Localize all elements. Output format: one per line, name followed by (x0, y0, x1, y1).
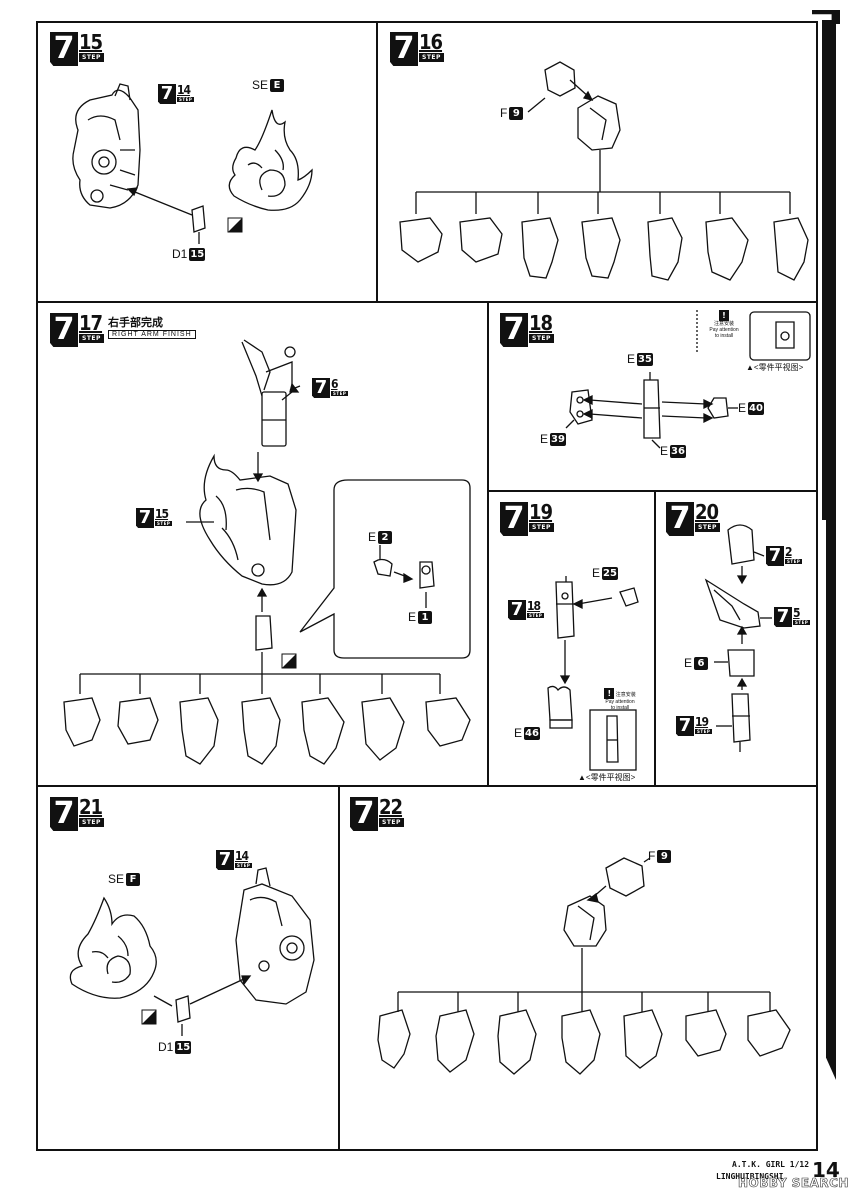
step-major: 7 (50, 32, 78, 66)
right-edge-bar (822, 20, 836, 520)
divider (487, 301, 489, 786)
step-minor: 15 (79, 30, 103, 54)
right-edge-bar-lower (826, 520, 836, 1080)
attention-icon: ! (719, 310, 729, 321)
divider (487, 490, 818, 492)
page-number: 14 (812, 1158, 840, 1182)
divider (376, 21, 378, 302)
finish-caption: 右手部完成 RIGHT ARM FINISH (108, 314, 196, 339)
plan-view-caption: ▲<零件平视图> (578, 773, 636, 782)
watermark: HOBBY SEARCH (738, 1176, 849, 1191)
page-frame (36, 21, 818, 1151)
divider (654, 490, 656, 786)
attention-note: ! 注意安装 Pay attention to install (709, 310, 739, 339)
model-name: A.T.K. GIRL 1/12 (732, 1160, 810, 1169)
plan-view-caption: ▲<零件平视图> (746, 363, 804, 372)
divider (36, 301, 818, 303)
divider (338, 785, 340, 1151)
attention-icon: ! (604, 688, 615, 699)
step-label: STEP (79, 53, 104, 62)
divider (36, 785, 818, 787)
kit-name: LINGHUIBINGSHI (716, 1172, 784, 1181)
attention-note: ! 注意安装 Pay attention to install (604, 688, 636, 711)
